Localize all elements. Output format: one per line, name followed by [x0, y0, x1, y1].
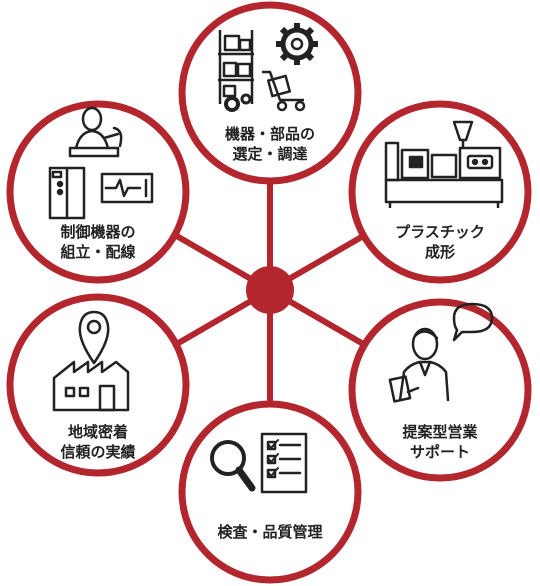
node-label-line: 制御機器の	[60, 223, 136, 241]
node-circle-sales	[348, 298, 532, 482]
magnifier-checklist-icon	[210, 432, 308, 494]
node-label-line: 提案型営業	[402, 423, 478, 441]
salesperson-speech-bubble-icon	[388, 302, 494, 403]
node-label-line: 検査・品質管理	[217, 523, 323, 541]
node-label-assembly: 制御機器の 組立・配線	[60, 222, 135, 262]
node-label-procurement: 機器・部品の 選定・調達	[225, 124, 315, 164]
node-label-line: サポート	[409, 443, 471, 461]
injection-molding-machine-icon	[384, 120, 504, 208]
node-label-line: 機器・部品の	[224, 125, 316, 143]
parts-shelf-gears-cart-icon	[218, 23, 318, 112]
node-label-line: 成形	[424, 243, 456, 261]
node-label-line: 地域密着	[67, 423, 129, 441]
node-label-track-record: 地域密着 信頼の実績	[60, 422, 135, 462]
node-label-line: 組立・配線	[60, 243, 136, 261]
node-label-line: プラスチック	[395, 223, 485, 241]
node-circles	[6, 1, 532, 584]
hub-center-dot	[246, 266, 294, 314]
location-pin-factory-icon	[52, 310, 130, 412]
node-circle-track-record	[6, 293, 190, 477]
node-label-line: 信頼の実績	[60, 443, 136, 461]
node-label-inspection: 検査・品質管理	[217, 522, 322, 542]
worker-control-panel-icon	[48, 106, 154, 220]
node-label-line: 選定・調達	[232, 145, 308, 163]
node-label-molding: プラスチック 成形	[395, 222, 485, 262]
node-circle-assembly	[6, 100, 190, 284]
node-label-sales: 提案型営業 サポート	[402, 422, 477, 462]
